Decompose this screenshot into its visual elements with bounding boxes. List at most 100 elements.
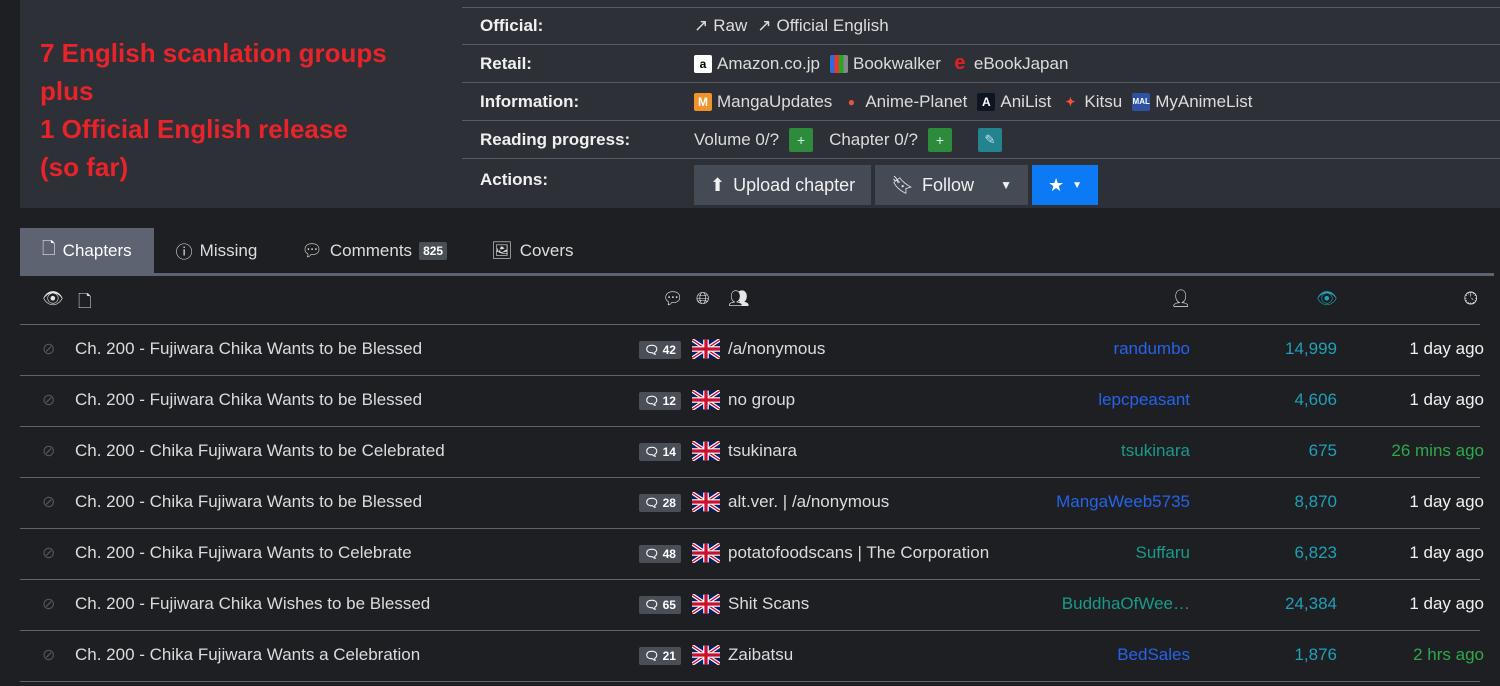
amazon-link[interactable]: a Amazon.co.jp xyxy=(694,54,820,74)
eye-slash-icon[interactable]: ⊘ xyxy=(42,545,56,562)
comment-count-button[interactable]: 🗨 12 xyxy=(639,392,681,410)
amazon-icon: a xyxy=(694,54,712,73)
official-row: Official: ↗Raw ↗Official English xyxy=(462,7,1500,45)
group-link[interactable]: tsukinara xyxy=(728,441,797,460)
edit-progress-button[interactable]: ✎ xyxy=(977,127,1002,152)
chapter-row[interactable]: ⊘ Ch. 200 - Chika Fujiwara Wants to be C… xyxy=(20,427,1484,478)
caret-down-icon: ▼ xyxy=(1072,179,1082,191)
anime-planet-link[interactable]: ●Anime-Planet xyxy=(842,92,968,112)
mangaupdates-link[interactable]: M MangaUpdates xyxy=(694,92,832,112)
eye-slash-icon[interactable]: ⊘ xyxy=(42,443,56,460)
myanimelist-icon: MAL xyxy=(1132,92,1151,111)
upload-time: 1 day ago xyxy=(1409,594,1484,613)
group-link[interactable]: /a/nonymous xyxy=(728,339,826,358)
view-count: 675 xyxy=(1308,441,1337,460)
follow-label: Follow xyxy=(922,174,975,195)
uk-flag-icon xyxy=(690,491,722,513)
upload-label: Upload chapter xyxy=(733,174,856,195)
upload-time: 1 day ago xyxy=(1409,492,1484,511)
group-link[interactable]: Shit Scans xyxy=(728,594,810,613)
group-link[interactable]: potatofoodscans | The Corporation xyxy=(728,543,990,562)
chapter-title[interactable]: Ch. 200 - Chika Fujiwara Wants to be Ble… xyxy=(75,492,423,511)
bookwalker-link[interactable]: Bookwalker xyxy=(830,54,941,74)
comment-count-button[interactable]: 🗨 65 xyxy=(639,596,681,614)
chapter-table-header: 👁︎ 🗋 💬︎ 🌐︎ 👥︎ 👤︎ 👁︎ 🕓︎ xyxy=(20,276,1480,325)
bookwalker-icon xyxy=(830,54,848,73)
uploader-link[interactable]: BuddhaOfWee… xyxy=(1061,594,1190,613)
comment-count-button[interactable]: 🗨 28 xyxy=(639,494,681,512)
tab-label: Covers xyxy=(519,240,574,260)
comment-count-button[interactable]: 🗨 14 xyxy=(639,443,681,461)
file-icon: 🗋 xyxy=(42,239,56,258)
chapter-title[interactable]: Ch. 200 - Chika Fujiwara Wants to Celebr… xyxy=(75,543,412,562)
retail-label: Retail: xyxy=(480,53,532,73)
uploader-link[interactable]: Suffaru xyxy=(1135,543,1190,562)
mangaupdates-icon: M xyxy=(694,92,712,111)
comment-count-button[interactable]: 🗨 42 xyxy=(639,341,681,359)
uploader-link[interactable]: randumbo xyxy=(1113,339,1190,358)
manga-info-panel: 7 English scanlation groups plus 1 Offic… xyxy=(20,0,1500,208)
eye-slash-icon[interactable]: ⊘ xyxy=(42,647,56,664)
uploader-link[interactable]: tsukinara xyxy=(1121,441,1190,460)
chapter-row[interactable]: ⊘ Ch. 200 - Chika Fujiwara Wants to Cele… xyxy=(20,529,1484,580)
group-link[interactable]: no group xyxy=(728,390,796,409)
anilist-icon: A xyxy=(977,92,996,111)
clock-icon: 🕓︎ xyxy=(1464,289,1478,308)
upload-chapter-button[interactable]: ⬆Upload chapter xyxy=(694,165,872,205)
information-row: Information: M MangaUpdates ●Anime-Planet… xyxy=(462,83,1500,121)
bookwalker-label: Bookwalker xyxy=(853,53,941,73)
view-count: 8,870 xyxy=(1294,492,1337,511)
file-icon: 🗋 xyxy=(78,292,92,311)
official-label: Official: xyxy=(480,16,544,35)
tab-chapters[interactable]: 🗋Chapters xyxy=(20,228,154,273)
raw-link[interactable]: ↗Raw xyxy=(694,16,747,36)
comment-count-button[interactable]: 🗨 48 xyxy=(639,545,681,563)
eye-slash-icon[interactable]: ⊘ xyxy=(42,341,56,358)
view-count: 24,384 xyxy=(1285,594,1337,613)
uploader-link[interactable]: lepcpeasant xyxy=(1098,390,1190,409)
increment-chapter-button[interactable]: + xyxy=(927,127,952,152)
chapter-title[interactable]: Ch. 200 - Fujiwara Chika Wants to be Ble… xyxy=(75,339,423,358)
eye-slash-icon[interactable]: ⊘ xyxy=(42,392,56,409)
view-count: 6,823 xyxy=(1294,543,1337,562)
chapter-title[interactable]: Ch. 200 - Fujiwara Chika Wishes to be Bl… xyxy=(75,594,431,613)
chapter-title[interactable]: Ch. 200 - Chika Fujiwara Wants to be Cel… xyxy=(75,441,445,460)
chapter-row[interactable]: ⊘ Ch. 200 - Fujiwara Chika Wants to be B… xyxy=(20,376,1484,427)
increment-volume-button[interactable]: + xyxy=(789,127,814,152)
kitsu-link[interactable]: ✦Kitsu xyxy=(1061,92,1122,112)
chapter-row[interactable]: ⊘ Ch. 200 - Fujiwara Chika Wishes to be … xyxy=(20,580,1484,631)
mangaupdates-label: MangaUpdates xyxy=(717,91,833,111)
uploader-link[interactable]: BedSales xyxy=(1117,645,1190,664)
uploader-link[interactable]: MangaWeeb5735 xyxy=(1056,492,1190,511)
eye-slash-icon[interactable]: ⊘ xyxy=(42,494,56,511)
chapter-title[interactable]: Ch. 200 - Fujiwara Chika Wants to be Ble… xyxy=(75,390,423,409)
official-english-link[interactable]: ↗Official English xyxy=(757,16,888,36)
comment-count: 14 xyxy=(662,445,676,459)
chapter-row[interactable]: ⊘ Ch. 200 - Fujiwara Chika Wants to be B… xyxy=(20,325,1484,376)
amazon-label: Amazon.co.jp xyxy=(717,53,820,73)
upload-time: 1 day ago xyxy=(1409,390,1484,409)
tab-covers[interactable]: 🖼︎Covers xyxy=(469,228,595,273)
reading-progress-row: Reading progress: Volume 0/? + Chapter 0… xyxy=(462,121,1500,159)
comment-count-button[interactable]: 🗨 21 xyxy=(639,647,681,665)
actions-row: Actions: ⬆Upload chapter 🔖︎Follow▼ ★▼ xyxy=(462,159,1500,211)
upload-time: 2 hrs ago xyxy=(1413,645,1484,664)
eye-icon[interactable]: 👁︎ xyxy=(42,289,64,308)
group-link[interactable]: Zaibatsu xyxy=(728,645,794,664)
eye-slash-icon[interactable]: ⊘ xyxy=(42,596,56,613)
chapter-title[interactable]: Ch. 200 - Chika Fujiwara Wants a Celebra… xyxy=(75,645,421,664)
official-english-label: Official English xyxy=(776,16,889,35)
group-link[interactable]: alt.ver. | /a/nonymous xyxy=(728,492,890,511)
information-label: Information: xyxy=(480,91,580,111)
follow-button[interactable]: 🔖︎Follow▼ xyxy=(875,165,1028,205)
rating-button[interactable]: ★▼ xyxy=(1031,165,1098,205)
chapter-row[interactable]: ⊘ Ch. 200 - Chika Fujiwara Wants a Celeb… xyxy=(20,631,1484,682)
upload-time: 1 day ago xyxy=(1409,543,1484,562)
chapter-row[interactable]: ⊘ Ch. 200 - Chika Fujiwara Wants to be B… xyxy=(20,478,1484,529)
